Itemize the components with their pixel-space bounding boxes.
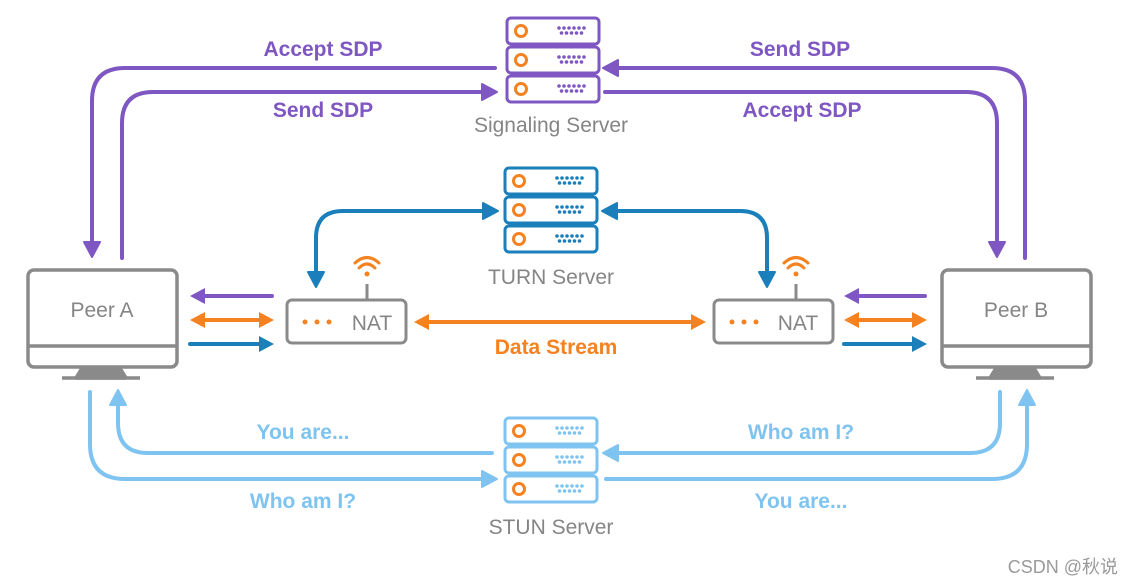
- peer-a-label: Peer A: [70, 299, 133, 322]
- arrow-icon: [307, 271, 325, 288]
- arrow-icon: [912, 312, 927, 328]
- arrow-icon: [83, 241, 101, 258]
- arrow-icon: [109, 389, 127, 406]
- turn-left-line: [314, 209, 486, 274]
- right-inner-signal-line: [603, 90, 999, 248]
- stun-server-icon: [503, 416, 599, 504]
- arrow-icon: [190, 312, 205, 328]
- arrow-icon: [758, 271, 776, 288]
- turn-server-label: TURN Server: [488, 266, 614, 289]
- stun-left-outer-label: Who am I?: [250, 490, 356, 513]
- left-inner-signal-line: [120, 90, 486, 260]
- left-inner-stun-line: [116, 402, 494, 455]
- nat-right-label: NAT: [778, 312, 819, 335]
- nat-right-router-icon: [712, 256, 835, 345]
- signaling-right-outer-label: Send SDP: [750, 38, 850, 61]
- right-outer-signal-line: [614, 66, 1027, 260]
- arrow-icon: [602, 444, 619, 462]
- arrow-icon: [414, 314, 429, 330]
- arrow-icon: [602, 59, 619, 77]
- arrow-icon: [259, 336, 274, 352]
- signaling-left-inner-label: Send SDP: [273, 99, 373, 122]
- turn-right-line: [614, 209, 769, 274]
- peer-a-monitor-icon: [26, 268, 179, 380]
- arrow-icon: [482, 202, 499, 220]
- arrow-icon: [259, 312, 274, 328]
- right-outer-stun-line: [604, 402, 1029, 481]
- stun-right-inner-label: Who am I?: [748, 421, 854, 444]
- signaling-right-inner-label: Accept SDP: [742, 99, 861, 122]
- signaling-server-icon: [505, 16, 601, 104]
- arrow-icon: [481, 470, 498, 488]
- arrow-icon: [190, 288, 205, 304]
- arrow-icon: [988, 241, 1006, 258]
- left-outer-signal-line: [90, 66, 497, 248]
- turn-flows: [307, 202, 776, 288]
- data-stream-label: Data Stream: [495, 336, 618, 359]
- right-inner-stun-line: [614, 390, 1002, 455]
- wifi-icon: [782, 256, 810, 277]
- left-outer-stun-line: [88, 390, 486, 481]
- signaling-server-label: Signaling Server: [474, 114, 628, 137]
- stun-server-label: STUN Server: [489, 516, 614, 539]
- turn-server-icon: [503, 166, 599, 254]
- arrow-icon: [601, 202, 618, 220]
- stun-right-outer-label: You are...: [755, 490, 848, 513]
- arrow-icon: [844, 288, 859, 304]
- signaling-left-outer-label: Accept SDP: [263, 38, 382, 61]
- wifi-icon: [353, 256, 381, 277]
- arrow-icon: [1018, 389, 1036, 406]
- peer-b-arrows: [842, 288, 927, 352]
- data-stream: [414, 314, 706, 330]
- peer-b-label: Peer B: [984, 299, 1048, 322]
- signaling-flows: [83, 59, 1027, 260]
- nat-left-router-icon: [285, 256, 408, 345]
- stun-left-inner-label: You are...: [257, 421, 350, 444]
- peer-b-monitor-icon: [940, 268, 1093, 380]
- peer-a-arrows: [188, 288, 274, 352]
- nat-left-label: NAT: [352, 312, 393, 335]
- arrow-icon: [844, 312, 859, 328]
- watermark: CSDN @秋说: [1008, 557, 1118, 577]
- arrow-icon: [912, 336, 927, 352]
- stun-flows: [88, 389, 1036, 488]
- arrow-icon: [481, 83, 498, 101]
- arrow-icon: [691, 314, 706, 330]
